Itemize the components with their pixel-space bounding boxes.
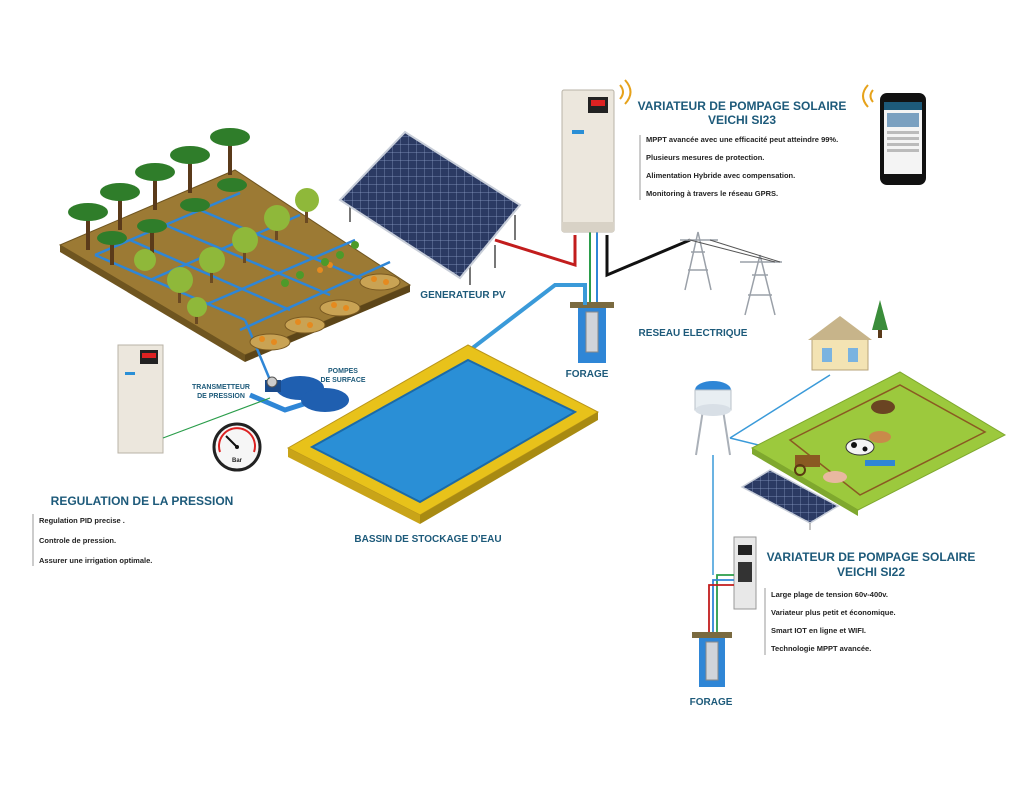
water-trough	[865, 460, 895, 466]
inverter-si22	[733, 536, 757, 610]
pressure-feature: Assurer une irrigation optimale.	[39, 556, 152, 565]
si23-feature: MPPT avancée avec une efficacité peut at…	[646, 135, 838, 144]
pasture	[750, 371, 1007, 516]
si22-title-line2: VEICHI SI22	[837, 565, 905, 579]
crop-plots	[249, 273, 401, 351]
si23-title-line2: VEICHI SI23	[708, 113, 776, 127]
si23-feature: Monitoring à travers le réseau GPRS.	[646, 189, 778, 198]
borehole-bottom-label: FORAGE	[690, 697, 733, 708]
pv-array	[338, 130, 522, 285]
wifi-signal-icon	[619, 79, 632, 105]
borehole-bottom	[692, 632, 732, 687]
pumps-label-line1: POMPES	[328, 368, 358, 375]
si22-cables	[708, 574, 734, 635]
cables	[494, 232, 691, 305]
inverter-pressure	[117, 344, 164, 454]
si22-feature: Technologie MPPT avancée.	[771, 644, 871, 653]
pressure-feature: Regulation PID precise .	[39, 516, 125, 525]
pressure-title: REGULATION DE LA PRESSION	[51, 494, 234, 508]
pv-array-small	[740, 469, 840, 530]
cows	[823, 400, 895, 483]
pressure-gauge-icon	[212, 422, 262, 472]
irrigated-field	[58, 128, 412, 381]
basin-label: BASSIN DE STOCKAGE D'EAU	[354, 534, 501, 545]
surface-pumps	[249, 376, 349, 413]
inverter-si23	[561, 89, 615, 233]
pumps-label-line2: DE SURFACE	[320, 377, 365, 384]
water-tower	[694, 381, 732, 456]
transmitter-label-line1: TRANSMETTEUR	[192, 384, 250, 391]
si22-feature: Variateur plus petit et économique.	[771, 608, 896, 617]
transmitter-label-line2: DE PRESSION	[197, 393, 245, 400]
si22-feature: Smart IOT en ligne et WIFI.	[771, 626, 866, 635]
pv-generator-label: GENERATEUR PV	[420, 290, 506, 301]
pressure-feature: Controle de pression.	[39, 536, 116, 545]
si23-title-line1: VARIATEUR DE POMPAGE SOLAIRE	[638, 99, 847, 113]
palm-trees	[68, 128, 250, 265]
pipe-borehole-to-basin	[468, 283, 587, 352]
si23-feature: Plusieurs mesures de protection.	[646, 153, 764, 162]
smartphone	[880, 93, 926, 185]
fruit-trees	[134, 188, 319, 324]
borehole-top-label: FORAGE	[566, 369, 609, 380]
power-pylons	[680, 231, 782, 316]
pressure-signal-line	[162, 397, 271, 439]
si23-feature: Alimentation Hybride avec compensation.	[646, 171, 795, 180]
grid-label: RESEAU ELECTRIQUE	[639, 328, 748, 339]
phone-wifi-icon	[862, 84, 874, 108]
house	[808, 300, 888, 371]
gauge-unit-label: Bar	[232, 458, 243, 464]
cart	[794, 455, 820, 476]
water-basin	[286, 344, 600, 524]
borehole-top	[570, 302, 614, 363]
si22-title-line1: VARIATEUR DE POMPAGE SOLAIRE	[767, 550, 976, 564]
si22-feature: Large plage de tension 60v-400v.	[771, 590, 888, 599]
